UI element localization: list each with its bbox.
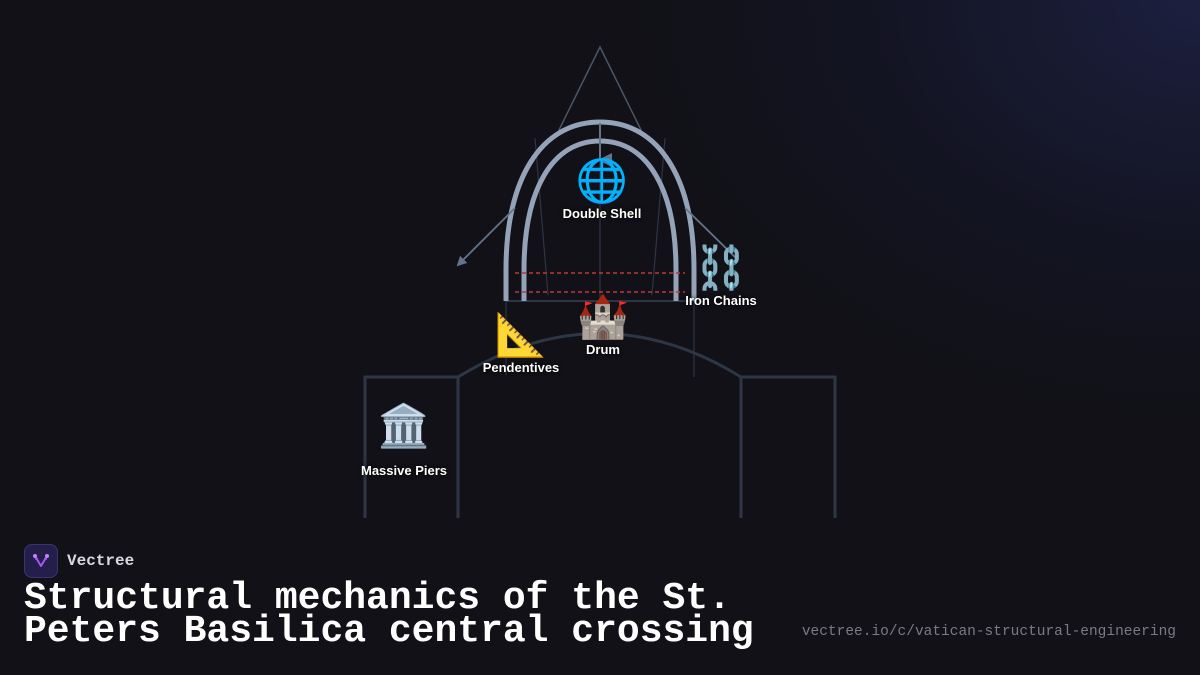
globe-icon: 🌐 [575,157,629,204]
thrust-arrow-left [456,207,516,267]
node-label: Pendentives [482,360,560,375]
title-line-2: Peters Basilica central crossing [24,610,754,653]
pendentive-arch [457,332,742,379]
brand-name: Vectree [67,552,135,570]
node-label: Double Shell [562,206,642,221]
node-label: Iron Chains [685,293,757,308]
page-title: Structural mechanics of the St. Peters B… [24,580,754,651]
thrust-arrow-right [684,207,739,261]
node-drum[interactable]: 🏰 Drum [576,293,630,358]
node-iron-chains[interactable]: ⛓️ Iron Chains [685,244,757,309]
node-pendentives[interactable]: 📐 Pendentives [482,311,560,376]
vectree-logo-icon [24,544,58,578]
classical-building-icon: 🏛️ [377,402,431,449]
chains-icon: ⛓️ [694,244,748,291]
diagram-lines [363,45,837,518]
node-label: Drum [586,342,620,357]
apex-thrust-lines [554,45,646,139]
node-massive-piers[interactable]: 🏛️ Massive Piers [360,402,448,479]
right-pier [739,375,837,518]
left-pier [363,375,460,518]
castle-icon: 🏰 [576,293,630,340]
structural-diagram: 🌐 Double Shell ⛓️ Iron Chains 🏰 Drum 📐 P… [360,45,837,518]
node-label: Massive Piers [360,463,448,478]
node-double-shell[interactable]: 🌐 Double Shell [562,157,642,222]
outer-shell [503,119,697,301]
triangular-ruler-icon: 📐 [494,311,548,358]
brand: Vectree [24,544,134,578]
title-line-1: Structural mechanics of the St. [24,577,731,620]
source-url[interactable]: vectree.io/c/vatican-structural-engineer… [801,624,1176,640]
